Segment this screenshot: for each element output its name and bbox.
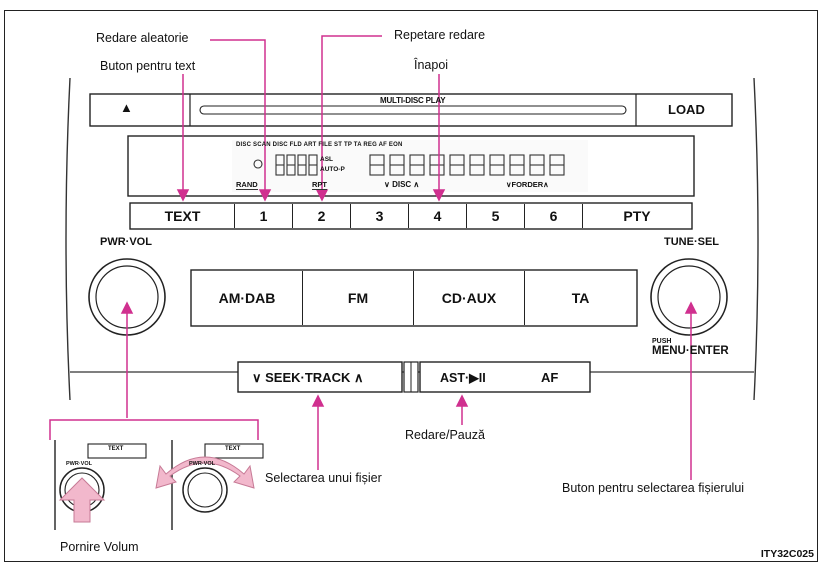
- preset-5-button[interactable]: 5: [467, 204, 525, 228]
- preset-6-button[interactable]: 6: [525, 204, 583, 228]
- seek-track-button[interactable]: ∨ SEEK·TRACK ∧: [252, 370, 364, 385]
- ast-play-pause-button[interactable]: AST·▶II: [440, 371, 486, 385]
- text-button[interactable]: TEXT: [131, 204, 235, 228]
- fm-button[interactable]: FM: [303, 271, 414, 325]
- display-rand: RAND: [236, 180, 258, 190]
- display-folder-nav: ∨FORDER∧: [506, 180, 549, 189]
- callout-repeat-play: Repetare redare: [394, 28, 486, 42]
- af-button[interactable]: AF: [541, 370, 559, 385]
- eject-icon[interactable]: ▲: [120, 100, 133, 115]
- callout-play-pause: Redare/Pauză: [405, 428, 485, 442]
- callout-file-select-button: Buton pentru selectarea fișierului: [562, 481, 745, 495]
- cd-aux-button[interactable]: CD·AUX: [414, 271, 525, 325]
- rotate-arrow: [155, 456, 255, 489]
- ast-af-frame: [419, 361, 591, 393]
- preset-1-button[interactable]: 1: [235, 204, 293, 228]
- seek-track-frame: [237, 361, 403, 393]
- display-top-row: DISC SCAN DISC FLD ART FILE ST TP TA REG…: [236, 142, 403, 148]
- display-asl: ASL: [320, 156, 333, 163]
- inset-left-pwr-label: PWR·VOL: [66, 461, 92, 467]
- preset-4-button[interactable]: 4: [409, 204, 467, 228]
- band-buttons: AM·DAB FM CD·AUX TA: [192, 271, 636, 325]
- tune-sel-knob-inner: [657, 265, 721, 329]
- inset-right: [155, 440, 264, 530]
- figure-code: ITY32C025: [760, 548, 814, 560]
- preset-buttons: TEXT 1 2 3 4 5 6 PTY: [131, 204, 691, 228]
- callout-power-volume: Pornire Volum: [60, 540, 139, 554]
- pty-button[interactable]: PTY: [623, 208, 651, 224]
- inset-right-text-label: TEXT: [225, 446, 241, 452]
- faceplate-left-edge: [65, 77, 71, 401]
- preset-2-button[interactable]: 2: [293, 204, 351, 228]
- callout-text-button: Buton pentru text: [100, 59, 196, 73]
- ta-button[interactable]: TA: [571, 290, 590, 306]
- am-dab-button[interactable]: AM·DAB: [192, 271, 303, 325]
- push-label: PUSH: [652, 338, 672, 345]
- band-row-frame: [190, 269, 638, 327]
- callout-file-select: Selectarea unui fișier: [265, 471, 382, 485]
- inset-right-pwr-label: PWR·VOL: [189, 461, 215, 467]
- press-arrow: [58, 477, 106, 523]
- faceplate-right-edge: [753, 77, 759, 401]
- figure-frame: [4, 10, 818, 562]
- load-button[interactable]: LOAD: [668, 102, 705, 117]
- menu-enter-label: MENU·ENTER: [652, 345, 729, 357]
- display-segments: [253, 154, 565, 176]
- inset-left-text-label: TEXT: [108, 446, 124, 452]
- slot-label: MULTI-DISC PLAY: [380, 96, 446, 105]
- callout-lines: [49, 35, 698, 480]
- inset-left: [54, 440, 147, 530]
- display-disc-nav: ∨ DISC ∧: [384, 180, 420, 189]
- pwr-vol-label: PWR·VOL: [100, 236, 152, 248]
- callout-random-play: Redare aleatorie: [96, 31, 189, 45]
- display-panel: [127, 135, 695, 197]
- preset-row-frame: [129, 202, 693, 230]
- callout-back: Înapoi: [414, 58, 449, 72]
- preset-3-button[interactable]: 3: [351, 204, 409, 228]
- tune-sel-label: TUNE·SEL: [664, 236, 719, 248]
- display-rpt: RPT: [312, 180, 327, 190]
- disc-slot: [199, 105, 627, 115]
- slot-frame: [89, 93, 733, 127]
- display-auto: AUTO-P: [320, 166, 345, 173]
